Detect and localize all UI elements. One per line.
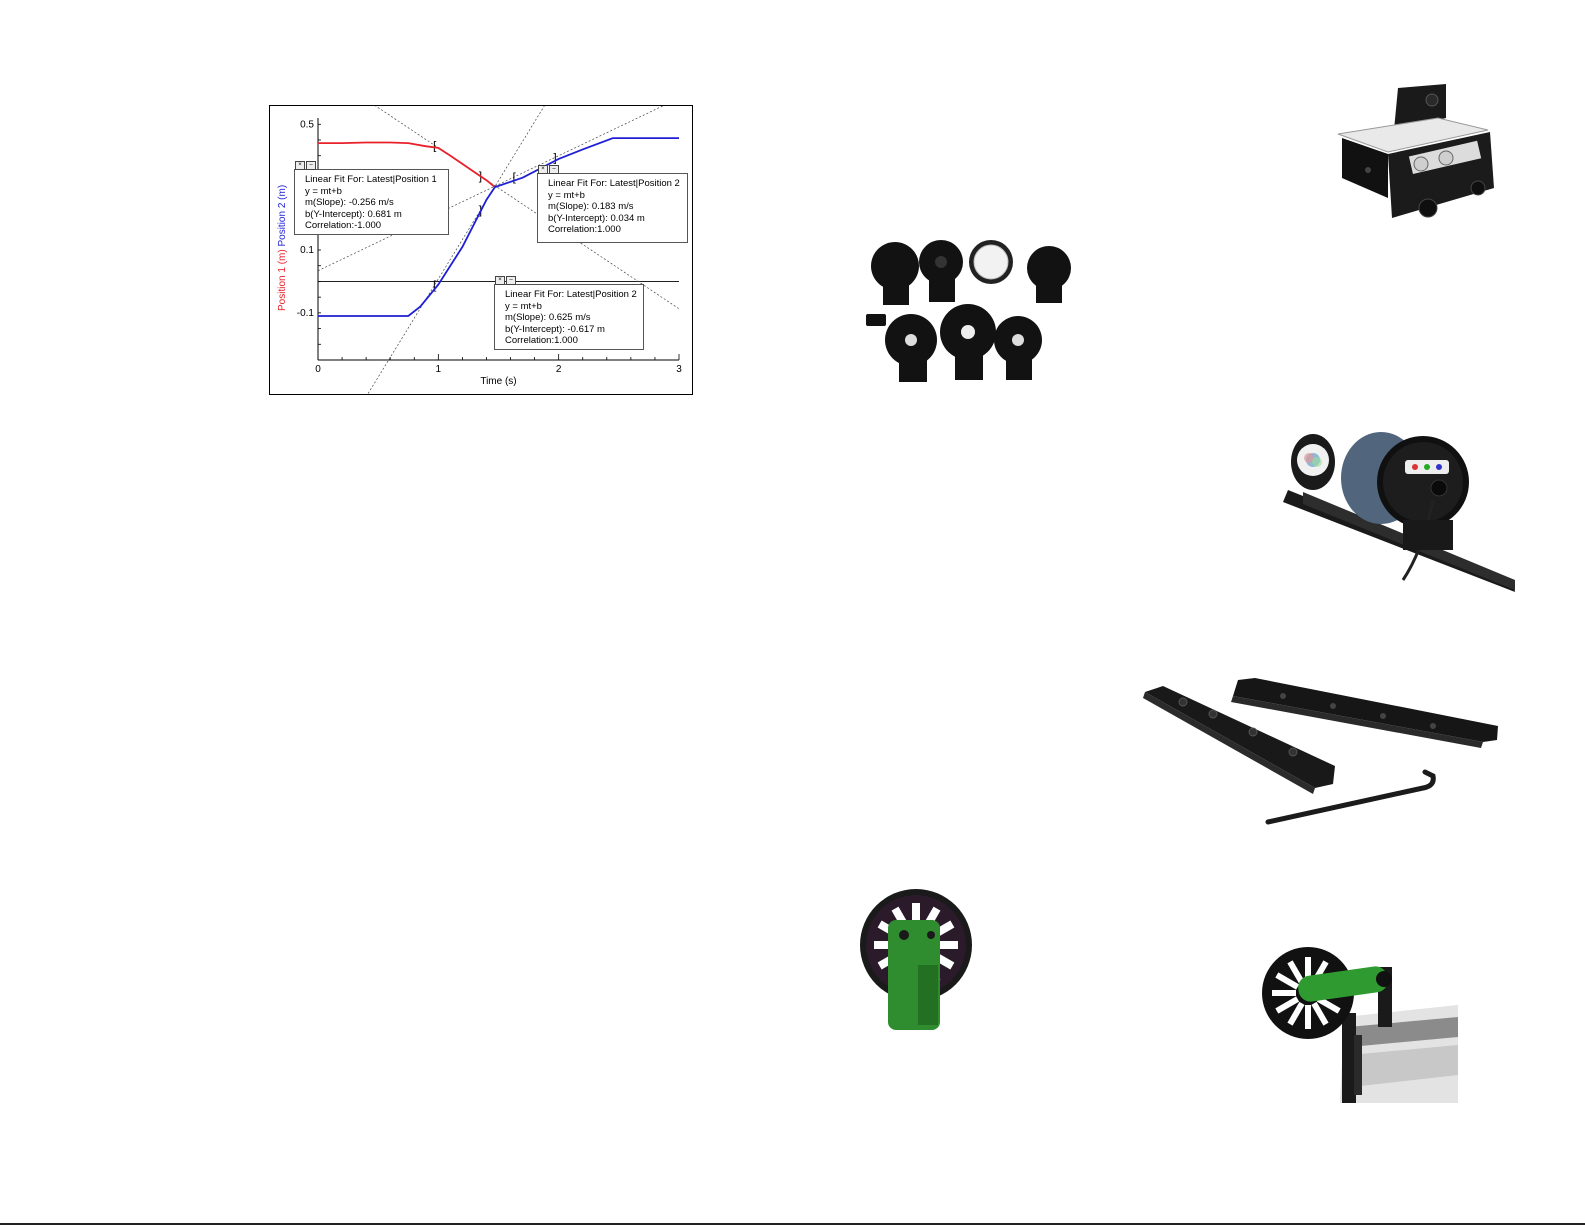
fit-title: Linear Fit For: Latest|Position 2 [548,178,680,189]
x-tick-label: 2 [556,364,562,375]
fit-line-1 [317,0,610,476]
fit-line-0 [317,67,680,310]
y-tick-label: -0.1 [297,308,315,319]
fit-title: Linear Fit For: Latest|Position 2 [505,289,637,300]
fit-correlation: Correlation:1.000 [548,224,621,236]
fit-correlation: Correlation:1.000 [505,335,578,347]
pulley-track-photo [1258,935,1458,1107]
x-tick-label: 0 [315,364,321,375]
x-axis-label: Time (s) [480,376,516,387]
fit-intercept: b(Y-Intercept): -0.617 m [505,323,605,335]
fit-line-2 [317,97,680,272]
fit-range-bracket: [ [433,278,437,292]
fit-intercept: b(Y-Intercept): 0.034 m [548,212,645,224]
minimize-icon[interactable]: – [549,165,559,174]
fit-box-controls: × – [538,165,559,174]
x-tick-label: 1 [436,364,442,375]
fit-equation: y = mt+b [505,300,542,312]
fit-range-bracket: [ [433,138,437,152]
series-line-2 [318,137,679,317]
fit-slope: m(Slope): 0.625 m/s [505,312,591,324]
minimize-icon[interactable]: – [306,161,316,170]
fit-slope: m(Slope): -0.256 m/s [305,197,394,209]
fit-range-bracket: ] [553,150,556,164]
fit-equation: y = mt+b [548,189,585,201]
fit-box-controls: × – [295,161,316,170]
track-rails-photo [1143,676,1508,841]
x-tick-label: 3 [676,364,682,375]
series-line-1 [318,141,496,188]
fit-box-controls: × – [495,276,516,285]
mount-bracket-photo [1328,78,1513,248]
fit-range-bracket: [ [512,170,516,184]
fit-equation: y = mt+b [305,185,342,197]
green-pulley-photo [856,865,988,1037]
linear-fit-box-position-2-lower[interactable]: × – Linear Fit For: Latest|Position 2 y … [494,276,644,350]
minimize-icon[interactable]: – [506,276,516,285]
y-tick-label: 0.5 [300,119,314,130]
fit-intercept: b(Y-Intercept): 0.681 m [305,208,402,220]
fit-slope: m(Slope): 0.183 m/s [548,201,634,213]
linear-fit-box-position-2-upper[interactable]: × – Linear Fit For: Latest|Position 2 y … [537,165,688,243]
linear-fit-box-position-1[interactable]: × – Linear Fit For: Latest|Position 1 y … [294,161,449,235]
fit-title: Linear Fit For: Latest|Position 1 [305,174,437,185]
close-icon[interactable]: × [295,161,305,170]
optics-components-photo [863,228,1073,393]
close-icon[interactable]: × [495,276,505,285]
close-icon[interactable]: × [538,165,548,174]
fit-correlation: Correlation:-1.000 [305,220,382,232]
y-axis-label: Position 1 (m) Position 2 (m) [277,185,288,311]
page-bottom-rule [0,1223,1585,1225]
y-tick-label: 0.1 [300,245,314,256]
light-source-track-photo [1283,430,1518,595]
